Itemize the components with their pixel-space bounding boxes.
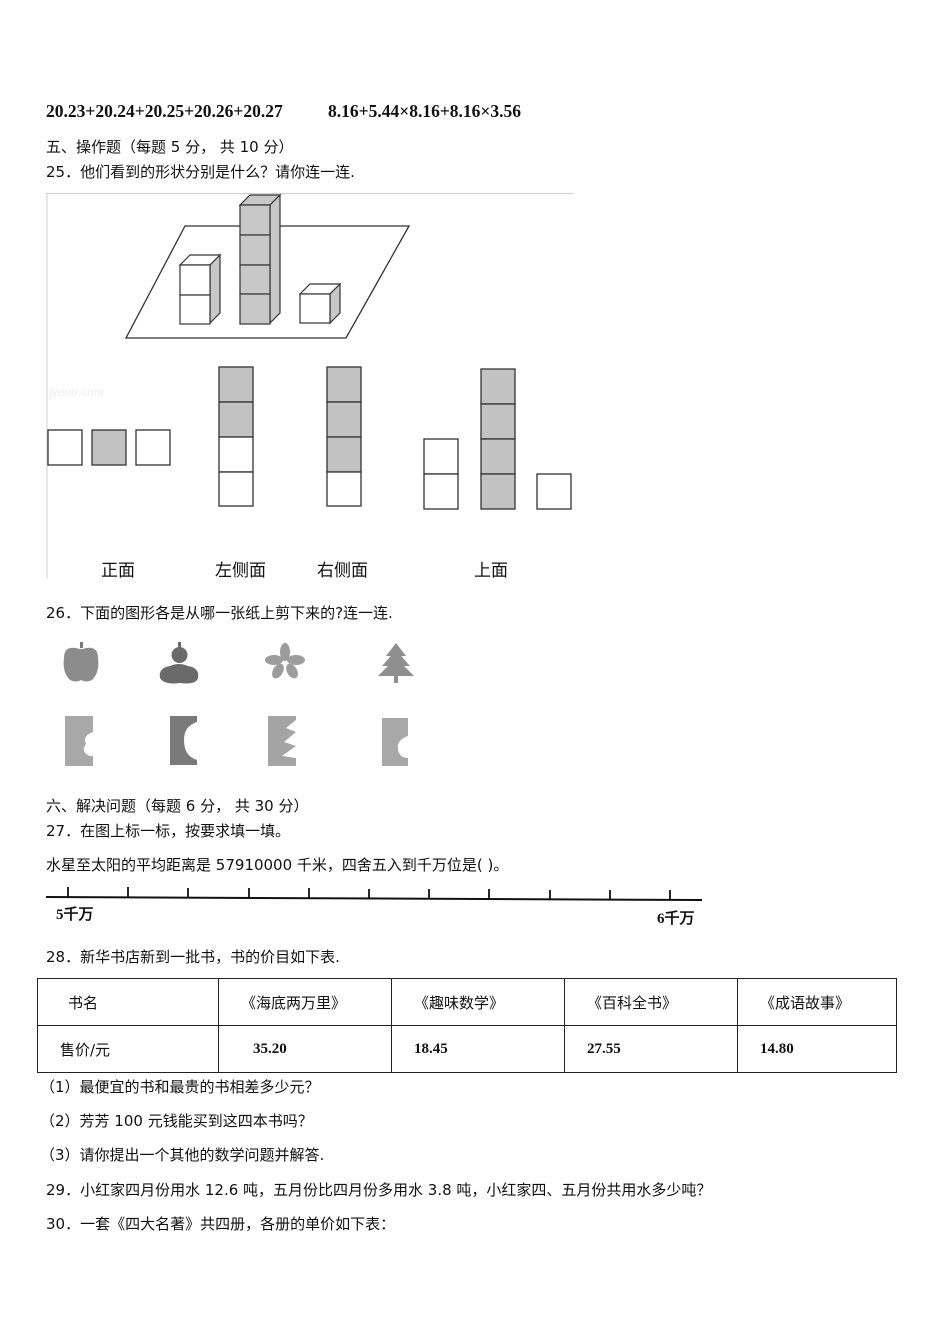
question-28-sub-3: （3）请你提出一个其他的数学问题并解答. (40, 1146, 325, 1164)
section-5-heading: 五、操作题（每题 5 分， 共 10 分） (46, 138, 294, 156)
table-cell: 18.45 (391, 1025, 565, 1073)
right-side-view-squares (326, 366, 362, 507)
q26-cutout-figure (46, 636, 446, 776)
question-29-text: 29．小红家四月份用水 12.6 吨，五月份比四月份多用水 3.8 吨，小红家四… (46, 1181, 712, 1199)
flower-shape-icon (265, 643, 305, 679)
question-27-text: 27．在图上标一标，按要求填一填。 (46, 822, 291, 840)
question-26-text: 26．下面的图形各是从哪一张纸上剪下来的?连一连. (46, 604, 393, 622)
view-label-front: 正面 (101, 561, 135, 581)
watermark-text: jyeoo.com (48, 385, 104, 399)
book-price-table: 书名 《海底两万里》 《趣味数学》 《百科全书》 《成语故事》 售价/元 35.… (37, 978, 897, 1073)
calc-expression-2: 8.16+5.44×8.16+8.16×3.56 (328, 101, 522, 121)
number-line-end-label: 6千万 (657, 911, 695, 927)
table-cell: 14.80 (737, 1025, 897, 1073)
left-side-view-squares (218, 366, 254, 507)
question-28-sub-2: （2）芳芳 100 元钱能买到这四本书吗？ (40, 1112, 313, 1130)
view-label-top: 上面 (474, 561, 508, 581)
table-cell: 书名 (37, 978, 219, 1026)
q25-figure: jyeoo.com (46, 193, 574, 581)
paper-with-flower-cut-icon (65, 716, 93, 766)
table-cell: 《百科全书》 (564, 978, 738, 1026)
calc-expression-1: 20.23+20.24+20.25+20.26+20.27 (46, 101, 283, 121)
front-view-squares (47, 429, 171, 466)
number-line-start-label: 5千万 (56, 907, 94, 923)
table-cell: 《趣味数学》 (391, 978, 565, 1026)
section-6-heading: 六、解决问题（每题 6 分， 共 30 分） (46, 797, 309, 815)
table-header-row: 书名 《海底两万里》 《趣味数学》 《百科全书》 《成语故事》 (37, 978, 897, 1026)
table-row: 售价/元 35.20 18.45 27.55 14.80 (37, 1025, 897, 1073)
table-cell: 《海底两万里》 (218, 978, 392, 1026)
table-cell: 《成语故事》 (737, 978, 897, 1026)
view-label-left-side: 左侧面 (215, 561, 266, 581)
paper-with-apple-cut-icon (382, 718, 408, 766)
gourd-shape-icon (159, 642, 199, 684)
question-27-sentence: 水星至太阳的平均距离是 57910000 千米，四舍五入到千万位是( )。 (46, 856, 509, 874)
table-cell: 售价/元 (37, 1025, 219, 1073)
question-25-text: 25．他们看到的形状分别是什么？请你连一连. (46, 163, 355, 181)
question-28-text: 28．新华书店新到一批书，书的价目如下表. (46, 948, 340, 966)
table-cell: 35.20 (218, 1025, 392, 1073)
number-line: 5千万 6千万 (45, 885, 706, 930)
paper-with-gourd-cut-icon (170, 716, 197, 765)
question-28-sub-1: （1）最便宜的书和最贵的书相差多少元？ (40, 1078, 320, 1096)
table-cell: 27.55 (564, 1025, 738, 1073)
apple-shape-icon (63, 642, 99, 682)
question-30-text: 30．一套《四大名著》共四册，各册的单价如下表： (46, 1215, 396, 1233)
tree-shape-icon (378, 643, 414, 683)
top-view-squares (423, 368, 572, 510)
views-diagram: jyeoo.com (46, 193, 574, 578)
paper-with-tree-cut-icon (268, 716, 296, 766)
view-label-right-side: 右侧面 (317, 561, 368, 581)
